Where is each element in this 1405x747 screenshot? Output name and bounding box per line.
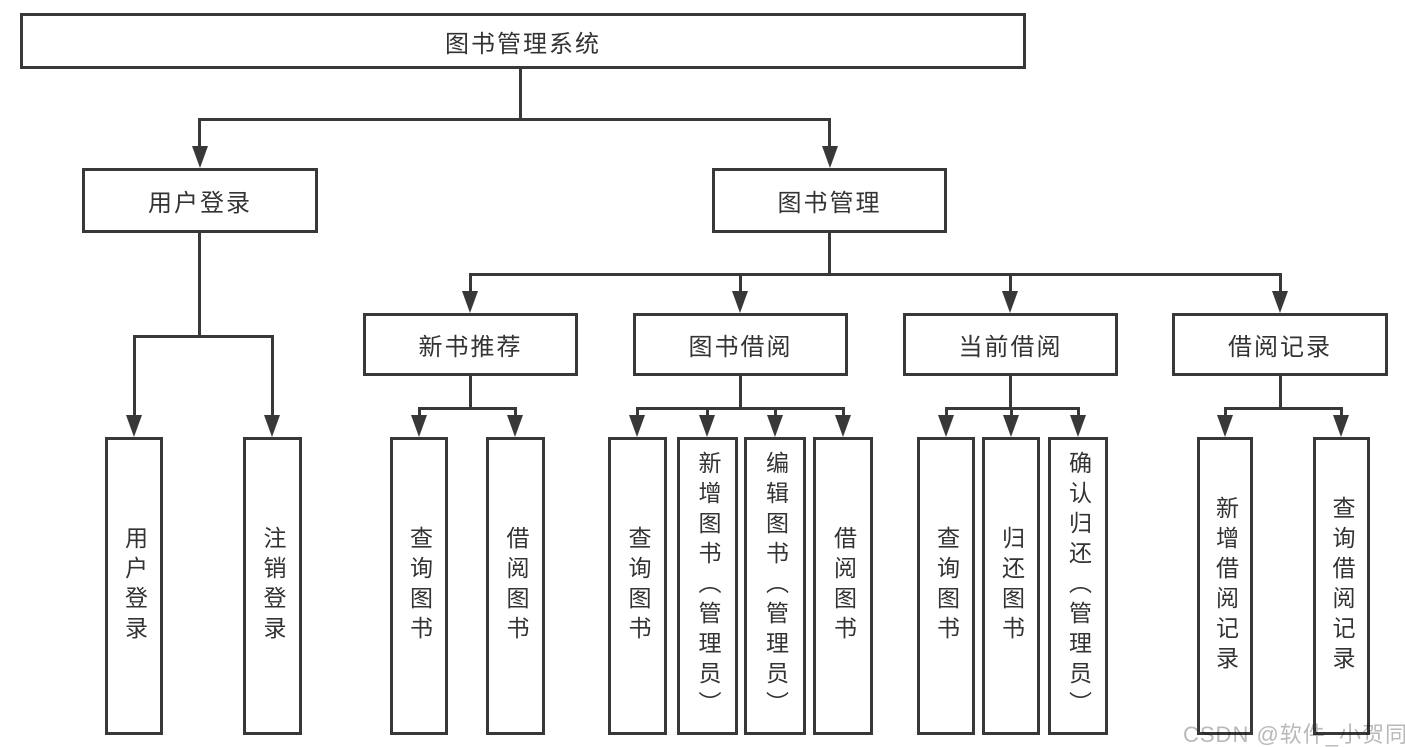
arrow-head (767, 415, 783, 437)
node-new-book-recommend-label: 新书推荐 (418, 334, 523, 361)
leaf-records-add-record: 新增借阅记录 (1197, 437, 1253, 735)
connector-book-borrow-stub (739, 376, 742, 409)
connector-to-leaf (706, 407, 709, 417)
leaf-recommend-query-books: 查询图书 (390, 437, 448, 735)
connector-book-borrow-rake (636, 407, 845, 410)
leaf-label: 确认归还（管理员） (1065, 451, 1092, 721)
connector-level3-rake (469, 273, 1282, 276)
connector-to-leaf (271, 335, 274, 417)
node-borrow-records: 借阅记录 (1172, 313, 1388, 376)
connector-to-leaf (1010, 407, 1013, 417)
leaf-label: 借阅图书 (503, 526, 529, 646)
leaf-borrow-edit-books-admin: 编辑图书（管理员） (744, 437, 806, 735)
arrow-head (507, 415, 523, 437)
connector-to-leaf (1340, 407, 1343, 417)
connector-level2-rake (198, 118, 831, 121)
leaf-label: 查询借阅记录 (1329, 496, 1355, 676)
connector-to-leaf (133, 335, 136, 417)
connector-to-book-management (828, 118, 831, 148)
connector-new-book-stub (469, 376, 472, 409)
leaf-label: 借阅图书 (830, 526, 857, 646)
arrow-head (938, 415, 954, 437)
connector-to-leaf (418, 407, 421, 417)
arrow-head (1003, 415, 1019, 437)
connector-borrow-records-rake (1224, 407, 1343, 410)
node-new-book-recommend: 新书推荐 (363, 313, 578, 376)
connector-book-management-stub (828, 233, 831, 275)
arrow-head (1217, 415, 1233, 437)
node-user-login: 用户登录 (82, 168, 318, 233)
node-user-login-label: 用户登录 (148, 190, 252, 217)
leaf-label: 新增图书（管理员） (695, 451, 721, 721)
arrow-head (1333, 415, 1349, 437)
leaf-current-query-books: 查询图书 (917, 437, 975, 735)
connector-to-book-borrow (739, 273, 742, 293)
leaf-label: 归还图书 (998, 526, 1025, 646)
arrow-head (192, 146, 208, 168)
leaf-label: 编辑图书（管理员） (762, 451, 789, 721)
leaf-label: 新增借阅记录 (1212, 496, 1239, 676)
connector-new-book-rake (418, 407, 517, 410)
connector-to-leaf (945, 407, 948, 417)
arrow-head (1070, 415, 1086, 437)
arrow-head (411, 415, 427, 437)
leaf-records-query-record: 查询借阅记录 (1313, 437, 1370, 735)
leaf-recommend-borrow-books: 借阅图书 (486, 437, 545, 735)
node-borrow-records-label: 借阅记录 (1228, 334, 1332, 361)
node-root: 图书管理系统 (20, 13, 1026, 69)
connector-to-leaf (1077, 407, 1080, 417)
arrow-head (264, 415, 280, 437)
node-book-management: 图书管理 (712, 168, 947, 233)
leaf-current-confirm-return-admin: 确认归还（管理员） (1048, 437, 1108, 735)
watermark-text: CSDN @软件_小贺同学 (1183, 722, 1405, 747)
leaf-login-user-login: 用户登录 (105, 437, 163, 735)
leaf-label: 查询图书 (625, 526, 651, 646)
connector-to-current-borrow (1009, 273, 1012, 293)
node-root-label: 图书管理系统 (445, 30, 601, 58)
node-current-borrow: 当前借阅 (903, 313, 1118, 376)
leaf-borrow-add-books-admin: 新增图书（管理员） (677, 437, 738, 735)
connector-current-borrow-stub (1009, 376, 1012, 409)
arrow-head (835, 415, 851, 437)
leaf-label: 用户登录 (121, 526, 148, 646)
leaf-borrow-query-books: 查询图书 (608, 437, 667, 735)
arrow-head (732, 291, 748, 313)
arrow-head (1272, 291, 1288, 313)
arrow-head (462, 291, 478, 313)
connector-root-stub (519, 69, 522, 119)
arrow-head (629, 415, 645, 437)
node-current-borrow-label: 当前借阅 (958, 334, 1063, 361)
leaf-current-return-books: 归还图书 (982, 437, 1040, 735)
connector-to-borrow-records (1279, 273, 1282, 293)
node-book-management-label: 图书管理 (777, 190, 882, 217)
node-book-borrow-label: 图书借阅 (688, 334, 793, 361)
connector-to-leaf (636, 407, 639, 417)
arrow-head (126, 415, 142, 437)
node-book-borrow: 图书借阅 (633, 313, 848, 376)
connector-to-new-book (469, 273, 472, 293)
connector-user-login-stub (198, 233, 201, 337)
connector-to-leaf (514, 407, 517, 417)
arrow-head (699, 415, 715, 437)
connector-borrow-records-stub (1279, 376, 1282, 409)
connector-to-leaf (842, 407, 845, 417)
leaf-label: 查询图书 (406, 526, 433, 646)
leaf-label: 注销登录 (260, 526, 286, 646)
arrow-head (822, 146, 838, 168)
leaf-label: 查询图书 (933, 526, 960, 646)
connector-to-user-login (198, 118, 201, 148)
arrow-head (1002, 291, 1018, 313)
connector-to-leaf (774, 407, 777, 417)
leaf-login-logout: 注销登录 (243, 437, 302, 735)
connector-to-leaf (1224, 407, 1227, 417)
leaf-borrow-borrow-books: 借阅图书 (813, 437, 873, 735)
connector-user-login-rake (133, 335, 274, 338)
